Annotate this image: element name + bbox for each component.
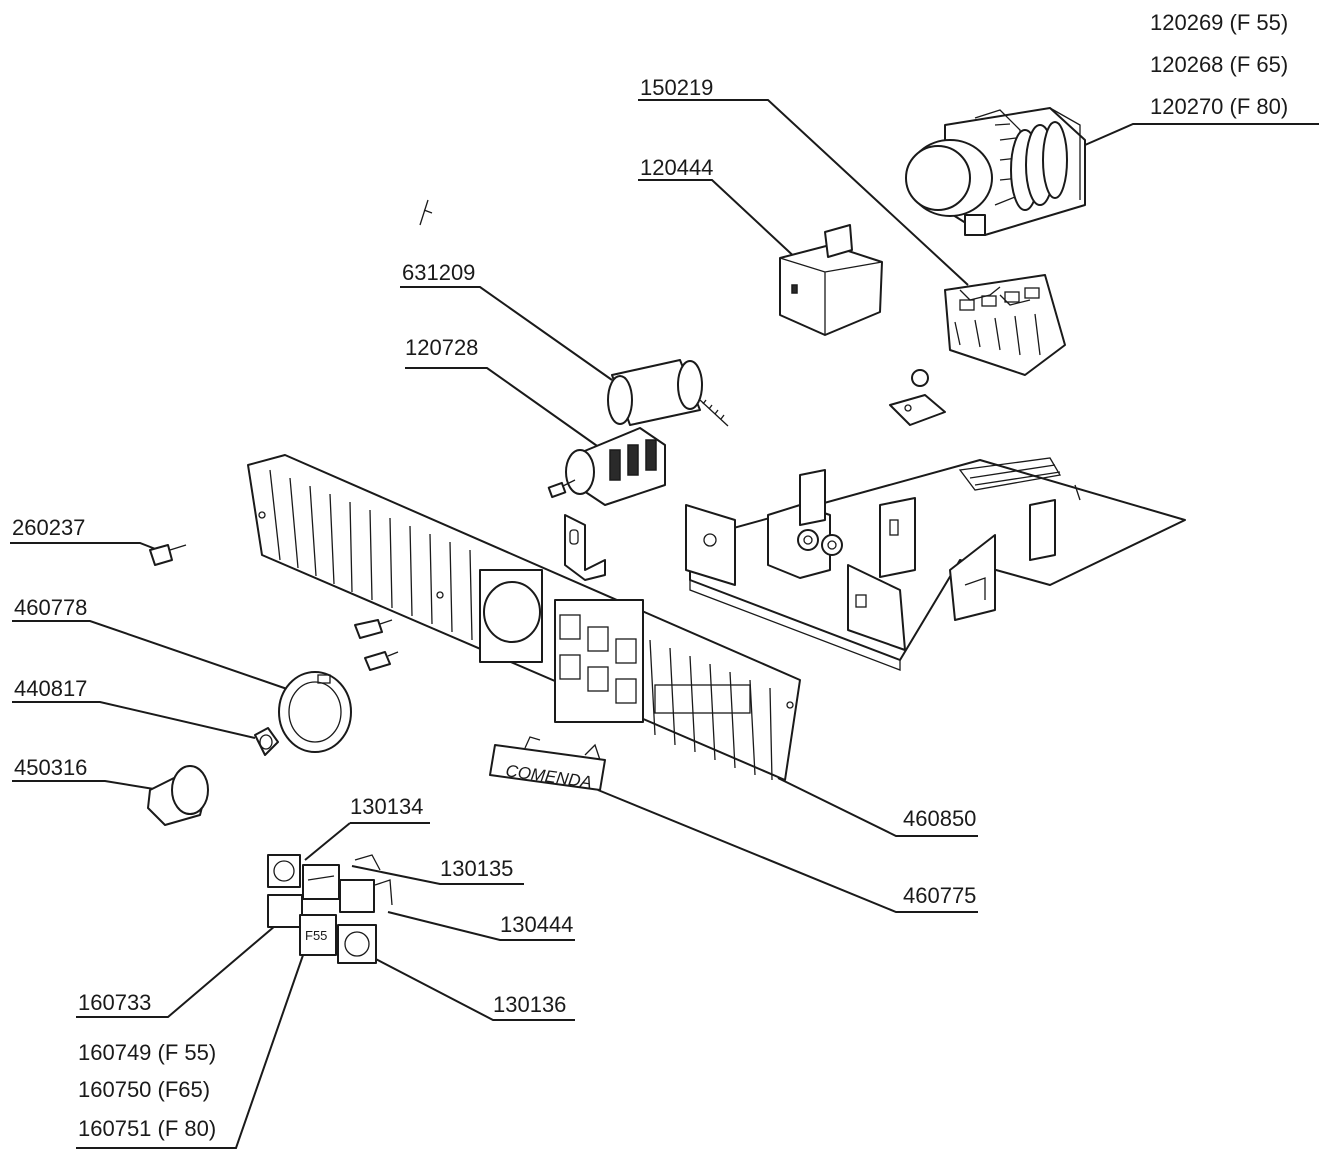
- leader-130135: [351, 865, 524, 885]
- capacitor-part: [607, 359, 729, 427]
- label-120270: 120270 (F 80): [1150, 94, 1288, 119]
- leader-150219: [638, 99, 969, 286]
- label-631209: 631209: [402, 260, 475, 285]
- label-440817: 440817: [14, 676, 87, 701]
- leader-440817: [12, 701, 256, 739]
- leader-120728: [405, 367, 601, 449]
- front-panel-part: [247, 454, 801, 781]
- rotary-switch-part: [905, 107, 1086, 236]
- leader-460850: [777, 777, 978, 837]
- leader-460778: [12, 620, 291, 691]
- label-120268: 120268 (F 65): [1150, 52, 1288, 77]
- button-badge-text: F55: [305, 928, 327, 943]
- leader-450316: [12, 780, 161, 791]
- logo-badge-part: COMENDA: [489, 736, 606, 792]
- label-160733: 160733: [78, 990, 151, 1015]
- label-130136: 130136: [493, 992, 566, 1017]
- label-460850: 460850: [903, 806, 976, 831]
- leader-160751: [76, 934, 311, 1149]
- leader-160733: [76, 919, 283, 1018]
- relay-part: [779, 224, 883, 336]
- label-120728: 120728: [405, 335, 478, 360]
- chassis-part: [685, 457, 1186, 671]
- label-150219: 150219: [640, 75, 713, 100]
- knob-part: [147, 765, 209, 826]
- leader-120270: [1084, 123, 1319, 146]
- label-130134: 130134: [350, 794, 423, 819]
- selector-switch-part: [547, 427, 666, 506]
- label-130135: 130135: [440, 856, 513, 881]
- label-120269: 120269 (F 55): [1150, 10, 1288, 35]
- screws-part: [354, 199, 433, 671]
- leader-130444: [387, 911, 575, 941]
- label-260237: 260237: [12, 515, 85, 540]
- screw-260237-part: [149, 544, 187, 566]
- leader-460775: [597, 789, 978, 913]
- label-460778: 460778: [14, 595, 87, 620]
- leader-260237: [10, 542, 159, 551]
- label-450316: 450316: [14, 755, 87, 780]
- leader-120444: [638, 179, 801, 263]
- label-130444: 130444: [500, 912, 573, 937]
- leader-lines: [10, 99, 1319, 1149]
- label-160751: 160751 (F 80): [78, 1116, 216, 1141]
- leader-631209: [400, 286, 613, 381]
- leader-130134: [304, 822, 430, 861]
- knob-ring-part: [254, 671, 352, 756]
- label-160749: 160749 (F 55): [78, 1040, 216, 1065]
- leader-130136: [367, 954, 575, 1021]
- label-120444: 120444: [640, 155, 713, 180]
- terminal-block-part: [889, 274, 1066, 426]
- bracket-part: [564, 514, 606, 581]
- part-labels: 120269 (F 55) 120268 (F 65) 120270 (F 80…: [12, 10, 1288, 1141]
- label-460775: 460775: [903, 883, 976, 908]
- label-160750: 160750 (F65): [78, 1077, 210, 1102]
- button-cluster-part: F55: [267, 854, 393, 964]
